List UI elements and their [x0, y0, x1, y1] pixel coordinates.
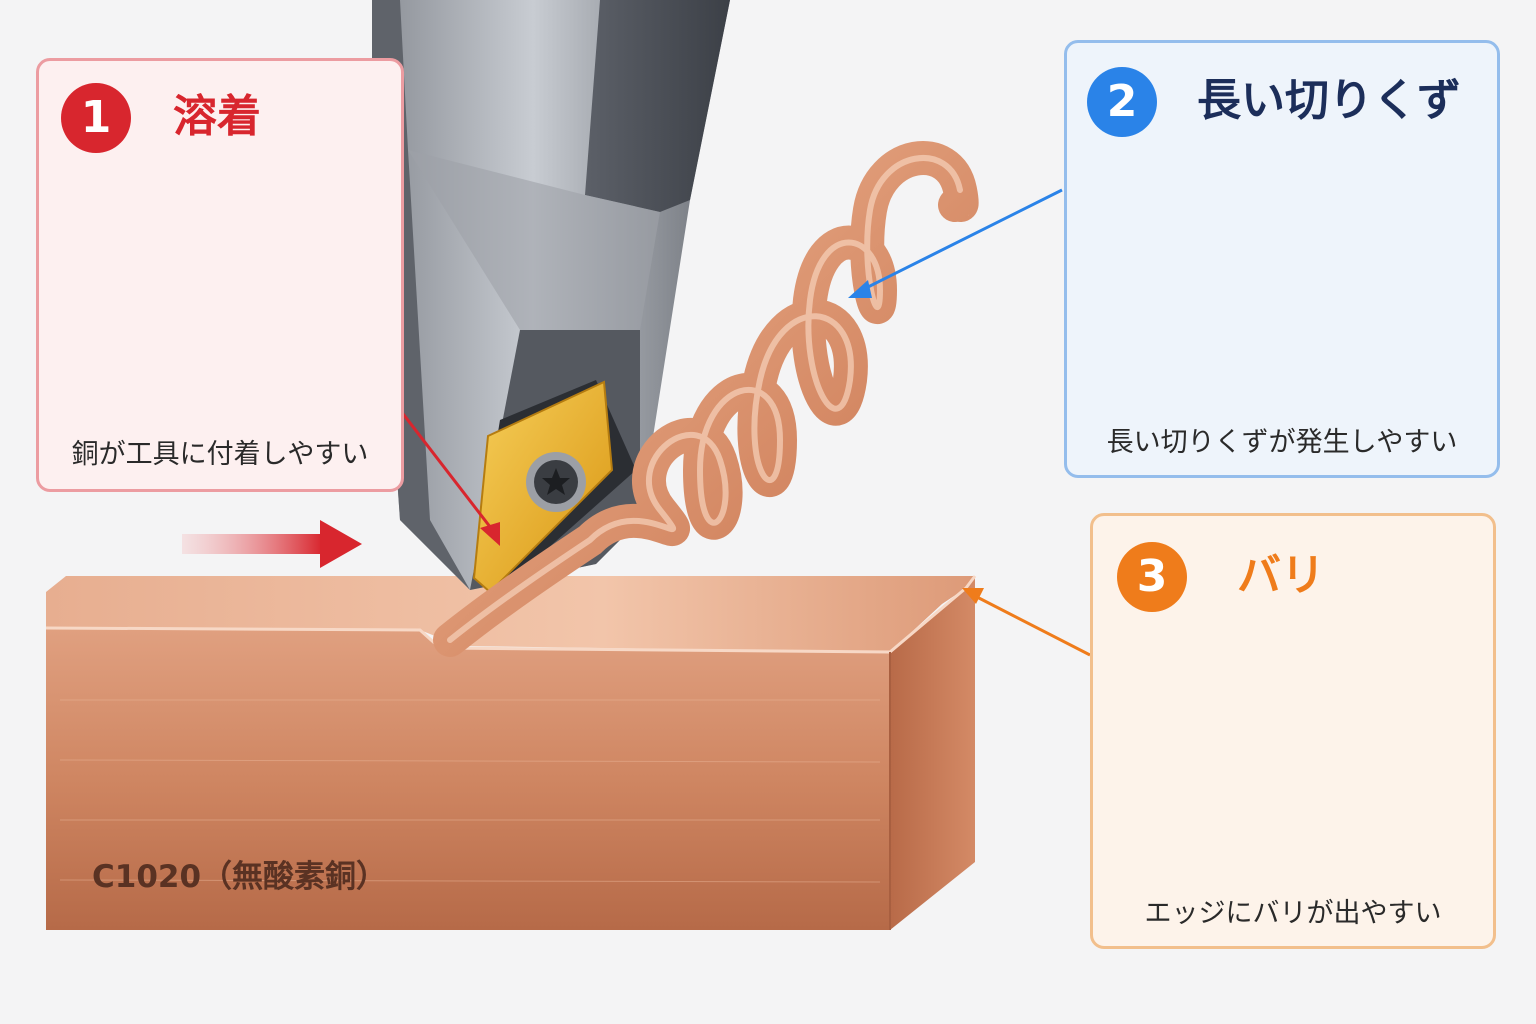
callout-title-3: バリ [1237, 550, 1325, 601]
callout-title-2: 長い切りくず [1197, 75, 1461, 126]
callout-title-1: 溶着 [173, 91, 261, 142]
callout-number-3: 3 [1117, 542, 1187, 612]
callout-burr: 3 バリ エッジにバリが出やすい [1090, 513, 1496, 949]
copper-block [45, 575, 977, 930]
callout-caption-3: エッジにバリが出やすい [1144, 898, 1442, 929]
callout-number-1: 1 [61, 83, 131, 153]
material-label: C1020（無酸素銅） [92, 859, 388, 895]
callout-number-2: 2 [1087, 67, 1157, 137]
screw-icon [542, 468, 570, 495]
callout-long-chip: 2 長い切りくず 長い切りくずが発生しやすい [1064, 40, 1500, 478]
feed-direction-arrow [182, 520, 362, 568]
leader-line-2 [848, 188, 1063, 298]
leader-line-3 [962, 588, 1091, 657]
callout-caption-2: 長い切りくずが発生しやすい [1106, 427, 1458, 458]
callout-welding: 1 溶着 銅が工具に付着しやすい [36, 58, 404, 492]
callout-caption-1: 銅が工具に付着しやすい [71, 439, 369, 470]
